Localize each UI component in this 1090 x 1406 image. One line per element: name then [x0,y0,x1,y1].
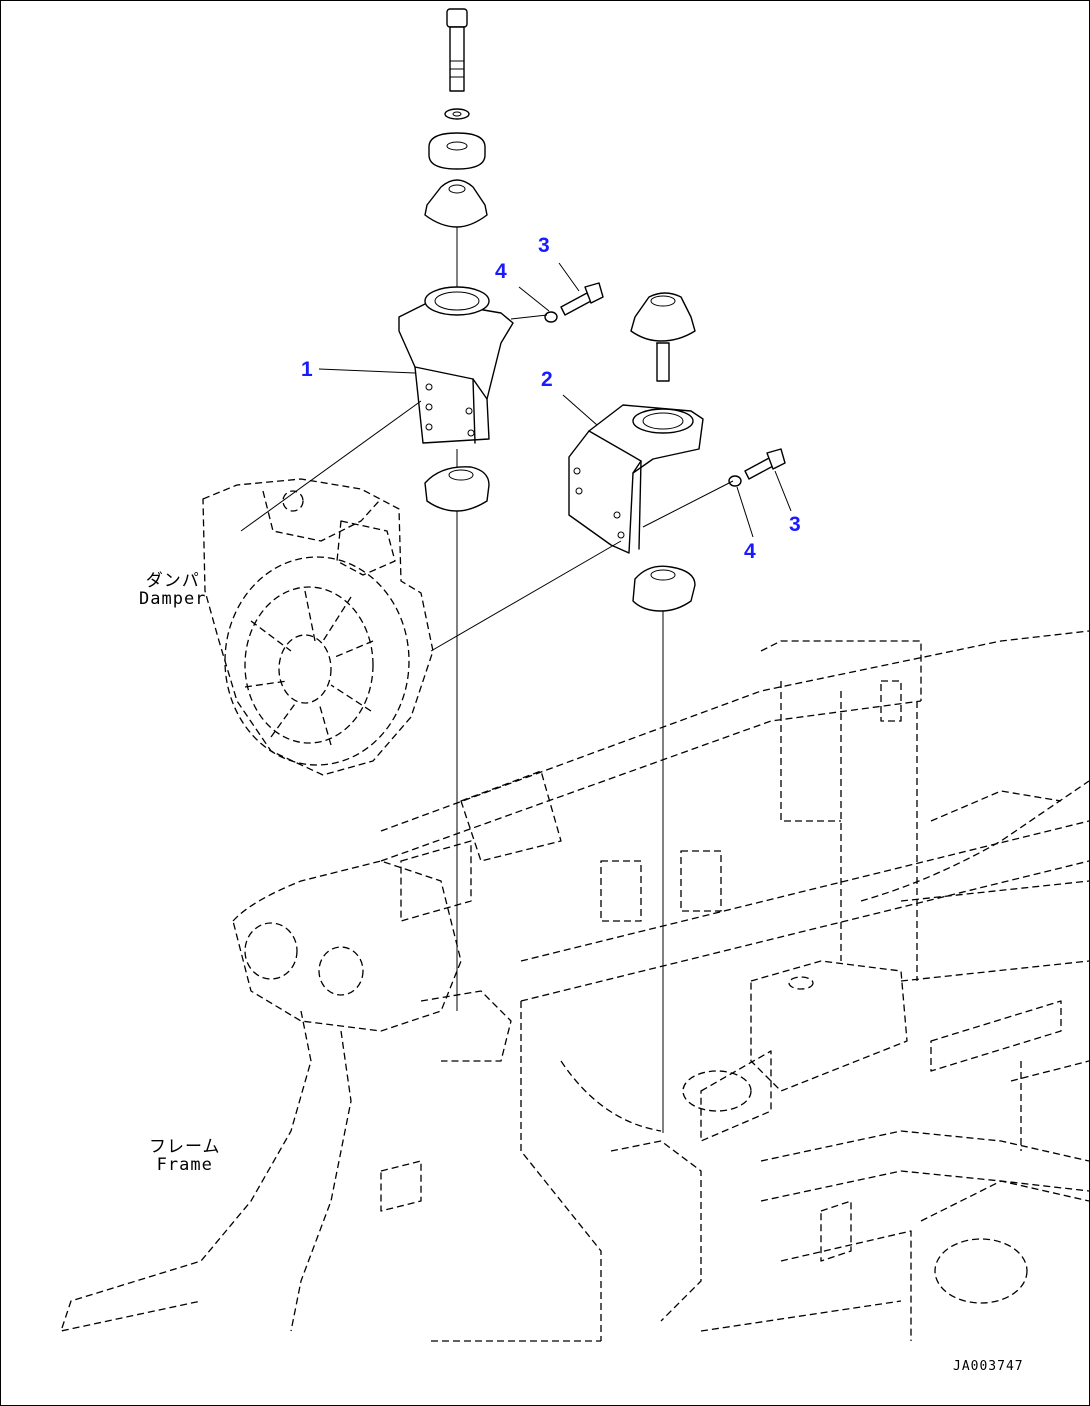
callout-4-upper: 4 [495,261,507,282]
damper-label: ダンパ Damper [139,571,207,609]
callout-4-upper-label: 4 [495,260,507,283]
top-bolt [446,8,468,92]
callout-2: 2 [541,369,553,390]
bracket-1 [398,286,514,444]
washer-4-upper [544,311,558,323]
leader-lines [240,262,792,1133]
damper-label-en: Damper [139,588,207,609]
callout-3-upper-label: 3 [538,234,550,257]
upper-rubber-mount-2 [630,292,696,382]
machine-frame [60,630,1089,1342]
top-small-washer [444,108,470,120]
bracket-2 [568,404,704,554]
lower-rubber-mount-2 [632,565,696,612]
frame-label-en: Frame [156,1154,213,1175]
frame-label: フレーム Frame [149,1137,221,1175]
washer-4-lower [728,475,742,487]
top-flat-washer [428,132,486,170]
callout-4-lower: 4 [744,541,756,562]
callout-3-lower: 3 [789,514,801,535]
lower-rubber-mount-1 [424,449,490,512]
callout-4-lower-label: 4 [744,540,756,563]
frame-label-jp: フレーム [149,1137,221,1157]
callout-3-upper: 3 [538,235,550,256]
callout-1-label: 1 [301,358,313,381]
callout-2-label: 2 [541,368,553,391]
top-rubber-mount [424,179,488,291]
callout-1: 1 [301,359,313,380]
damper-label-jp: ダンパ [145,571,200,591]
callout-3-lower-label: 3 [789,513,801,536]
drawing-code: JA003747 [953,1359,1024,1374]
bolt-3-lower [744,448,786,480]
damper-housing [202,478,434,776]
bolt-3-upper [560,282,604,316]
